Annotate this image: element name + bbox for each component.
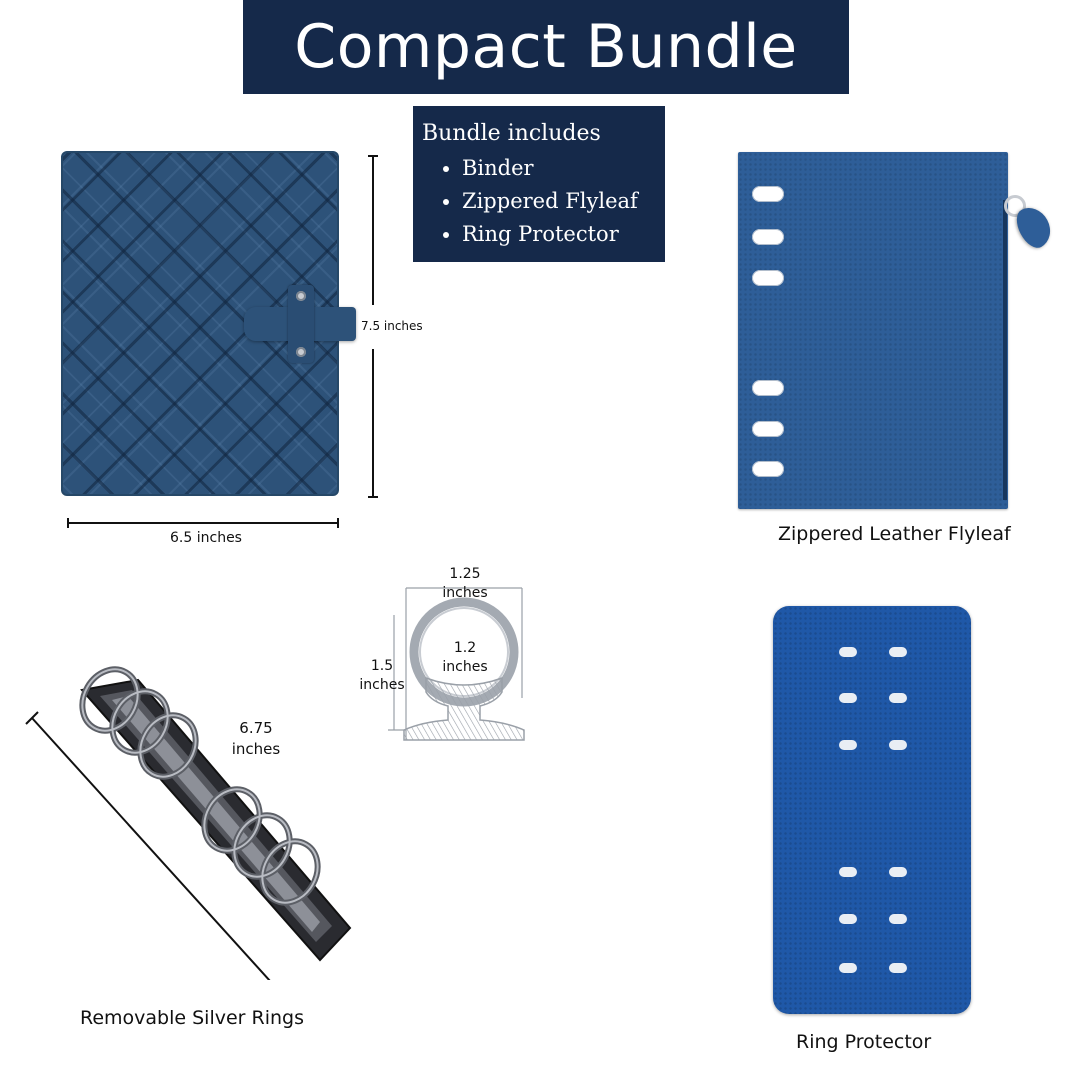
bundle-includes-box: Bundle includes Binder Zippered Flyleaf …	[413, 106, 665, 262]
snap-stud-icon	[296, 291, 306, 301]
ring-hole	[752, 186, 784, 202]
snap-stud-icon	[296, 347, 306, 357]
flyleaf-caption: Zippered Leather Flyleaf	[778, 523, 1011, 545]
ring-base-icon	[403, 676, 525, 741]
rings-length-dimension-line	[31, 717, 271, 980]
ring-hole	[889, 867, 907, 877]
ring-hole	[839, 963, 857, 973]
bundle-item: Zippered Flyleaf	[462, 185, 665, 218]
ring-hole	[839, 914, 857, 924]
ring-mechanism-diagram	[388, 587, 525, 741]
bundle-heading: Bundle includes	[422, 121, 601, 146]
zipper-ring-icon	[1004, 195, 1026, 217]
ring-hole	[889, 647, 907, 657]
silver-rings-image	[25, 666, 352, 980]
ring-inner-label: 1.2 inches	[442, 640, 488, 675]
binder-clasp	[288, 285, 314, 363]
ring-hole	[839, 693, 857, 703]
ring-hole	[839, 647, 857, 657]
title-banner: Compact Bundle	[243, 0, 849, 94]
flyleaf-image	[738, 152, 1008, 509]
ring-hole	[839, 867, 857, 877]
ring-height-label: 1.5 inches	[359, 658, 405, 693]
ring-hole	[752, 421, 784, 437]
ring-hole	[889, 914, 907, 924]
page-title: Compact Bundle	[294, 12, 798, 82]
ring-hole	[752, 461, 784, 477]
dimension-guide-lines	[388, 587, 523, 740]
dimension-gap	[360, 305, 386, 349]
bundle-item: Ring Protector	[462, 218, 665, 251]
zipper-track	[1003, 200, 1007, 500]
protector-caption: Ring Protector	[796, 1031, 932, 1053]
ring-hole	[889, 740, 907, 750]
bundle-item-list: Binder Zippered Flyleaf Ring Protector	[422, 152, 665, 251]
ring-hole	[839, 740, 857, 750]
bundle-item: Binder	[462, 152, 665, 185]
binder-width-dimension-line	[67, 518, 339, 528]
ring-hole	[889, 963, 907, 973]
ring-protector-image	[773, 606, 971, 1014]
ring-hole	[889, 693, 907, 703]
ring-hole	[752, 229, 784, 245]
ring-hole	[752, 270, 784, 286]
binder-height-label: 7.5 inches	[361, 319, 423, 333]
ring-hole	[752, 380, 784, 396]
ring-outer-width-label: 1.25 inches	[442, 566, 488, 601]
binder-width-label: 6.5 inches	[170, 530, 242, 546]
rings-caption: Removable Silver Rings	[80, 1007, 305, 1029]
rings-length-label: 6.75 inches	[231, 719, 281, 758]
